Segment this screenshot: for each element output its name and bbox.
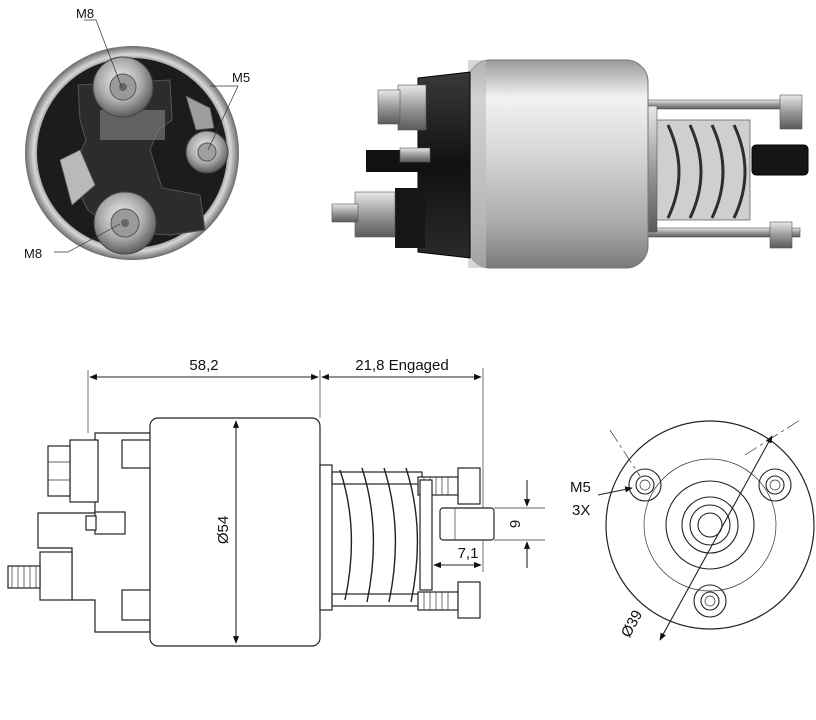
m8-stud-side-top — [397, 84, 427, 131]
drawing-housing — [149, 417, 321, 647]
photo-end-view: M8 M5 M8 — [24, 6, 250, 261]
drawing-plunger — [439, 507, 495, 541]
dim-line-pitch-diameter — [659, 435, 773, 641]
dim-body-length: 58,2 — [189, 357, 218, 374]
return-spring — [666, 124, 747, 219]
drawing-spring — [339, 467, 419, 603]
drawing-stud-bottom — [39, 551, 73, 601]
label-m8-bottom: M8 — [24, 246, 42, 261]
m8-stud-side-bottom — [354, 191, 396, 238]
drawing-stud-top — [69, 439, 99, 503]
plunger — [751, 144, 809, 176]
contact-tab — [59, 149, 96, 206]
solenoid-housing — [467, 59, 649, 269]
leader-stud-thread — [597, 486, 633, 496]
leader-m5 — [207, 85, 239, 151]
dim-engaged-length: 21,8 Engaged — [355, 357, 448, 374]
label-m8-top: M8 — [76, 6, 94, 21]
dim-plunger-height: 9 — [507, 520, 524, 528]
leader-m8-top — [84, 19, 123, 89]
photo-side-view — [331, 59, 809, 269]
dim-diameter: Ø54 — [215, 516, 232, 544]
guide-rod-top — [639, 99, 801, 110]
drawing-end-view: Ø39 M5 3X — [570, 419, 815, 641]
leader-m8-bottom — [54, 223, 121, 253]
dim-pitch-diameter: Ø39 — [618, 607, 646, 640]
label-m5: M5 — [232, 70, 250, 85]
drawing-side-view: 58,2 21,8 Engaged Ø54 — [7, 357, 545, 647]
label-stud-count: 3X — [572, 502, 590, 519]
dim-plunger-length: 7,1 — [458, 545, 479, 562]
drawing-end-outline — [605, 420, 815, 630]
label-stud-thread: M5 — [570, 479, 591, 496]
